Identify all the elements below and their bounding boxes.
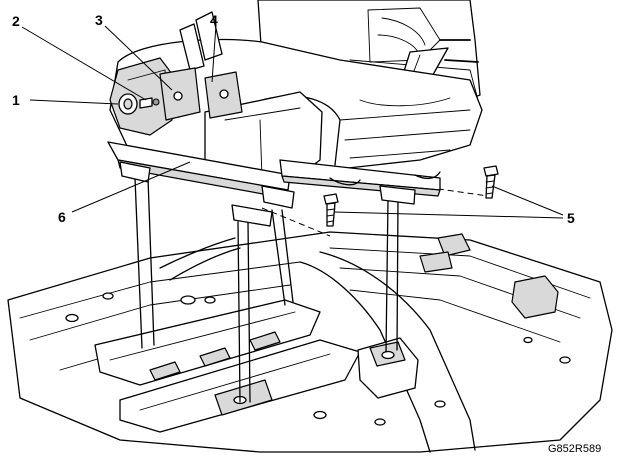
callout-2: 2 xyxy=(12,13,20,29)
left-floor-rail xyxy=(94,299,321,386)
knob-screw xyxy=(139,97,153,109)
callout-5: 5 xyxy=(567,210,575,226)
seat-bolts xyxy=(323,165,499,227)
callout-1: 1 xyxy=(12,92,20,108)
figure-id: G852R589 xyxy=(548,443,601,455)
callout-labels: 1 2 3 4 5 6 xyxy=(12,12,575,226)
right-rear-anchor-bracket xyxy=(357,337,419,399)
callout-4: 4 xyxy=(210,12,218,28)
callout-leaders xyxy=(21,24,564,219)
bolt-right xyxy=(483,165,499,199)
seat-adjuster-rails xyxy=(107,141,441,227)
bolt-centre xyxy=(323,193,339,227)
seat-assembly xyxy=(109,0,483,181)
callout-3: 3 xyxy=(95,12,103,28)
callout-6: 6 xyxy=(58,209,66,225)
floor-pan xyxy=(7,231,613,453)
